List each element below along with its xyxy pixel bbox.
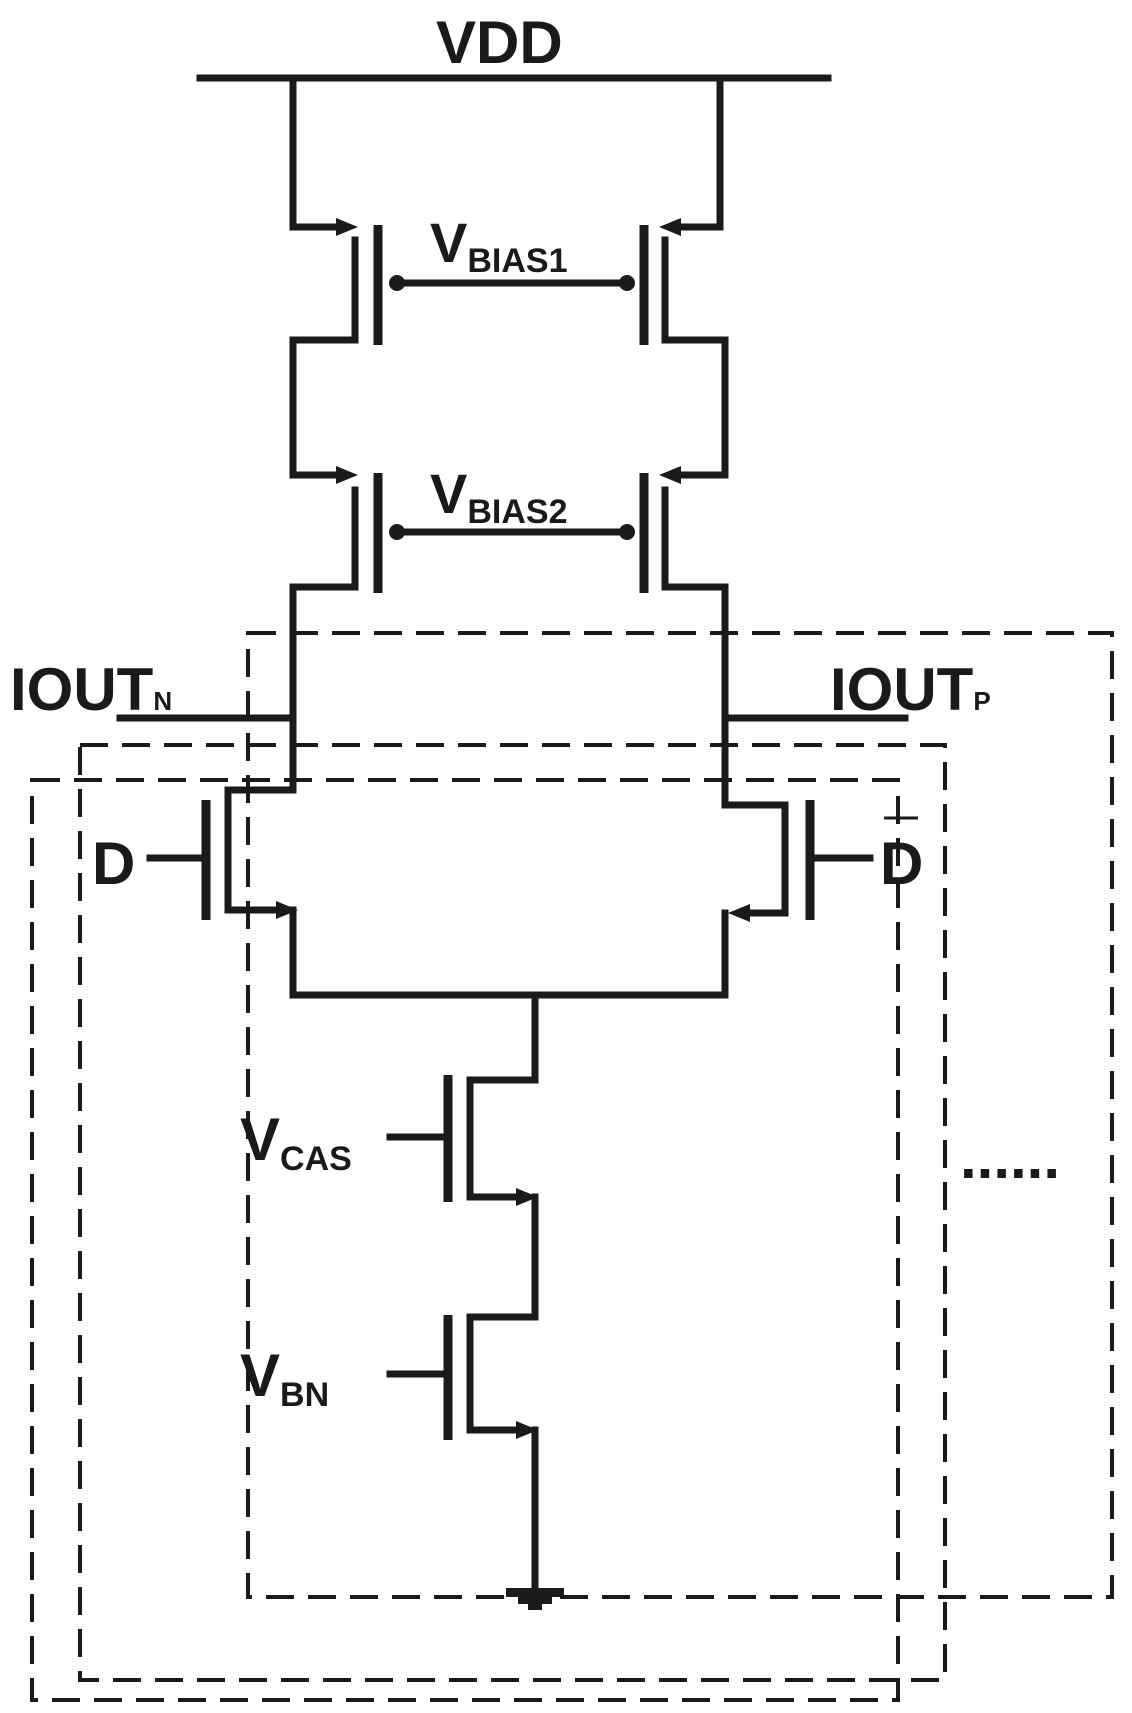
d-label: D	[92, 830, 135, 897]
tail-wire	[466, 991, 539, 1084]
dbar-label: D	[880, 830, 923, 897]
ellipsis-label: ......	[960, 1124, 1060, 1191]
ioutp-label: IOUTP	[830, 656, 991, 723]
dashed-box-middle	[78, 743, 947, 1682]
vbias2-label: VBIAS2	[430, 462, 568, 531]
vbias1-label: VBIAS1	[430, 211, 568, 280]
ioutn-label: IOUTN	[10, 656, 172, 723]
switch-nmos-right	[728, 800, 874, 922]
ground-symbol	[506, 1588, 564, 1610]
pmos-left-bottom	[224, 473, 405, 919]
nmos-bias	[386, 1313, 539, 1597]
nmos-cascode	[386, 1075, 539, 1321]
dashed-box-back	[246, 631, 1114, 1599]
switch-nmos-left	[146, 800, 211, 920]
vdd-label: VDD	[436, 9, 563, 76]
pmos-right-bottom	[619, 473, 789, 917]
vbn-label: VBN	[240, 1342, 329, 1414]
pmos-left-top	[289, 74, 405, 484]
pmos-right-top	[619, 74, 729, 484]
tail-node-wire	[289, 906, 729, 999]
dashed-box-front	[30, 778, 900, 1702]
vcas-label: VCAS	[240, 1106, 352, 1178]
